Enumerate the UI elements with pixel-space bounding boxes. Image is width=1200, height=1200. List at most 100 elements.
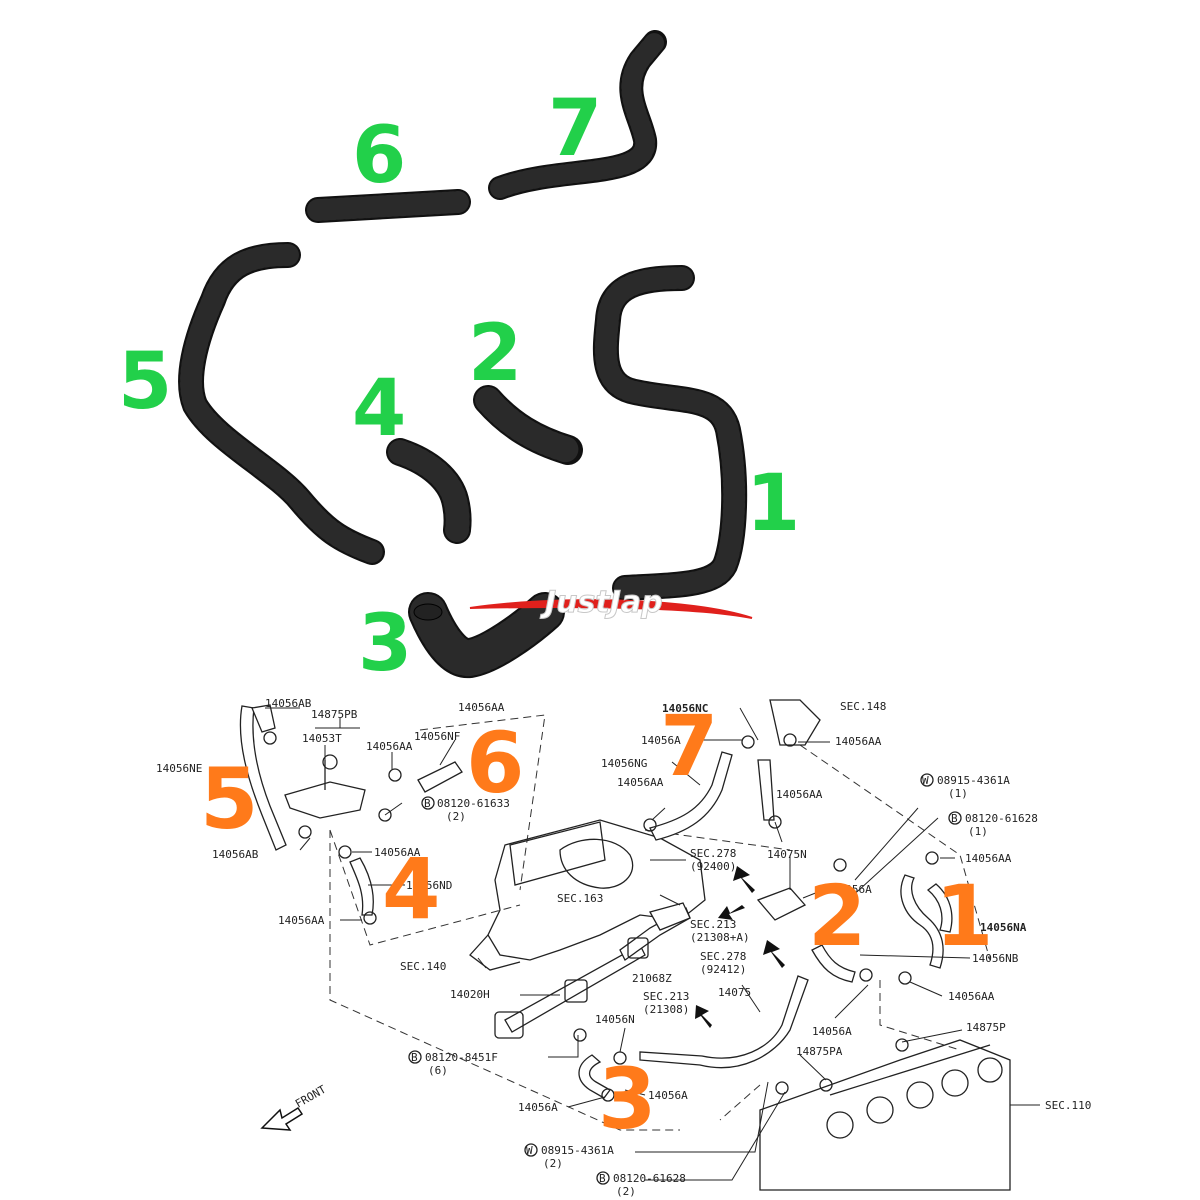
part-label: 14056ND <box>406 879 452 892</box>
part-label: SEC.278 <box>690 847 736 860</box>
part-label: 14056AA <box>366 740 413 753</box>
part-label: (1) <box>948 787 968 800</box>
part-label: 14056NA <box>980 921 1027 934</box>
hose-4 <box>386 438 472 544</box>
svg-text:W: W <box>922 774 929 787</box>
callout-number-4: 4 <box>382 840 440 938</box>
bolt-marker-icon <box>948 811 962 825</box>
hose-3 <box>408 592 565 678</box>
logo-text: JustJap <box>540 585 663 620</box>
part-label: SEC.110 <box>1045 1099 1091 1112</box>
intake-manifold <box>469 819 706 971</box>
justjap-logo: JustJap <box>469 585 753 621</box>
washer-marker-icon <box>524 1143 538 1157</box>
arrow-icon <box>733 866 755 893</box>
hose-2 <box>473 385 583 465</box>
hose-number-6: 6 <box>352 111 406 201</box>
part-label: 14875P <box>966 1021 1006 1034</box>
part-label: 08120-61628 <box>613 1172 686 1185</box>
parts-diagram: FRONT B W B B W B 14056AB 14875PB 14053T… <box>156 697 1091 1198</box>
part-label: 08915-4361A <box>541 1144 614 1157</box>
arrow-icon <box>695 1005 712 1028</box>
part-label: 14056A <box>641 734 681 747</box>
arrow-icon <box>763 940 785 968</box>
svg-text:B: B <box>951 812 958 825</box>
part-label: 14056AB <box>212 848 259 861</box>
part-label: 14056AA <box>776 788 823 801</box>
callout-number-2: 2 <box>808 867 866 965</box>
part-label: 14056N <box>595 1013 635 1026</box>
front-direction: FRONT <box>260 1083 329 1131</box>
part-label: 14056A <box>518 1101 558 1114</box>
part-label: 14020H <box>450 988 490 1001</box>
diagram-flow-arrows <box>695 866 785 1028</box>
diagram-fastener-markers: B W B B W B <box>408 773 962 1185</box>
diagram-dashed-lines <box>329 714 991 1131</box>
part-label: 08120-61633 <box>437 797 510 810</box>
photo-hose-numbers: 1 2 3 4 5 6 7 <box>118 84 800 689</box>
part-label: 14056AA <box>617 776 664 789</box>
part-label: (92412) <box>700 963 746 976</box>
part-label: 14875PB <box>311 708 358 721</box>
callout-number-6: 6 <box>466 714 524 812</box>
svg-text:B: B <box>599 1172 606 1185</box>
hose-7 <box>488 30 667 200</box>
bolt-marker-icon <box>421 796 435 810</box>
part-label: SEC.163 <box>557 892 603 905</box>
part-label: 14056A <box>648 1089 688 1102</box>
hose-1 <box>592 265 748 601</box>
cylinder-head <box>759 1039 1011 1191</box>
washer-marker-icon <box>920 773 934 787</box>
part-label: SEC.148 <box>840 700 886 713</box>
part-label: 14056NB <box>972 952 1019 965</box>
hose-6 <box>305 189 471 223</box>
part-label: (21308) <box>643 1003 689 1016</box>
photo-hoses <box>178 30 748 678</box>
diagram-pipe-14075 <box>639 975 809 1069</box>
part-label: (6) <box>428 1064 448 1077</box>
part-label: 14056NC <box>662 702 708 715</box>
callout-number-3: 3 <box>598 1050 656 1148</box>
part-label: 14056A <box>812 1025 852 1038</box>
part-label: 14056NE <box>156 762 202 775</box>
pipe-assembly-14020H <box>494 902 691 1039</box>
part-label: 14075 <box>718 986 751 999</box>
diagram-hose-1 <box>900 874 953 969</box>
diagram-clamps <box>263 731 939 1102</box>
part-label: 14875PA <box>796 1045 843 1058</box>
part-label: 14056AB <box>265 697 312 710</box>
hose-number-2: 2 <box>468 309 522 399</box>
part-label: SEC.213 <box>690 918 736 931</box>
diagram-part-labels: 14056AB 14875PB 14053T 14056AA 14056NF 1… <box>156 697 1091 1198</box>
bolt-marker-icon <box>408 1050 422 1064</box>
part-label: 14056NG <box>601 757 647 770</box>
diagram-callout-numbers: 1 2 3 4 5 6 7 <box>200 697 993 1148</box>
part-label: SEC.140 <box>400 960 446 973</box>
hose-number-1: 1 <box>746 459 800 549</box>
part-label: 14075N <box>767 848 807 861</box>
diagram-bracket-14875PB <box>284 760 366 819</box>
part-label: 14056AA <box>948 990 995 1003</box>
hose-number-7: 7 <box>548 84 602 174</box>
hose-number-5: 5 <box>118 337 172 427</box>
part-label: 14056AA <box>458 701 505 714</box>
callout-number-5: 5 <box>200 750 258 848</box>
hose-5 <box>178 242 385 565</box>
diagram-valve-14075N <box>756 887 807 921</box>
hose-number-4: 4 <box>352 364 406 454</box>
part-label: 14056AA <box>835 735 882 748</box>
part-label: 14056A <box>832 883 872 896</box>
front-label: FRONT <box>293 1083 329 1111</box>
part-label: (2) <box>616 1185 636 1198</box>
part-label: (92400) <box>690 860 736 873</box>
diagram-sec148-bracket <box>769 699 821 746</box>
diagram-hose-4 <box>349 857 374 916</box>
part-label: (2) <box>446 810 466 823</box>
logo-swoosh-shape <box>469 599 753 619</box>
diagram-hose-2 <box>811 944 856 983</box>
bolt-marker-icon <box>596 1171 610 1185</box>
svg-text:W: W <box>526 1144 533 1157</box>
hose-number-3: 3 <box>358 599 412 689</box>
